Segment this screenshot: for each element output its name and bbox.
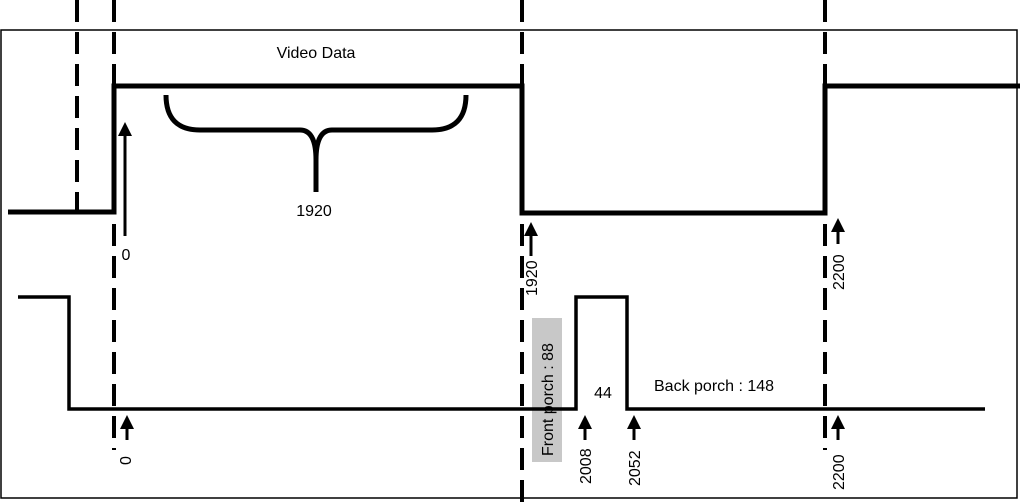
s-total-label: 2200 — [831, 454, 848, 490]
active-width-brace — [163, 94, 469, 192]
s-start-label: 0 — [118, 456, 135, 465]
arrow-up-icon — [120, 415, 134, 440]
arrow-up-icon — [831, 415, 845, 440]
front-porch-highlight — [532, 318, 562, 462]
sync-start-label: 2008 — [578, 448, 595, 484]
arrow-up-icon — [578, 415, 592, 440]
h-start-label: 0 — [122, 247, 131, 264]
arrow-up-icon — [831, 218, 845, 244]
arrow-up-icon — [118, 122, 132, 236]
arrow-up-icon — [524, 222, 538, 256]
front-porch-label: Front porch : 88 — [540, 343, 557, 456]
arrow-up-icon — [627, 415, 641, 440]
back-porch-label: Back porch : 148 — [654, 378, 774, 395]
video-data-waveform — [8, 83, 1020, 216]
diagram-frame — [0, 29, 1018, 499]
h-active-end-label: 1920 — [524, 260, 541, 296]
sync-waveform — [18, 295, 985, 411]
video-data-label: Video Data — [277, 45, 356, 62]
sync-end-label: 2052 — [627, 450, 644, 486]
active-width-label: 1920 — [296, 203, 332, 220]
h-total-label: 2200 — [831, 254, 848, 290]
sync-width-label: 44 — [594, 385, 612, 402]
